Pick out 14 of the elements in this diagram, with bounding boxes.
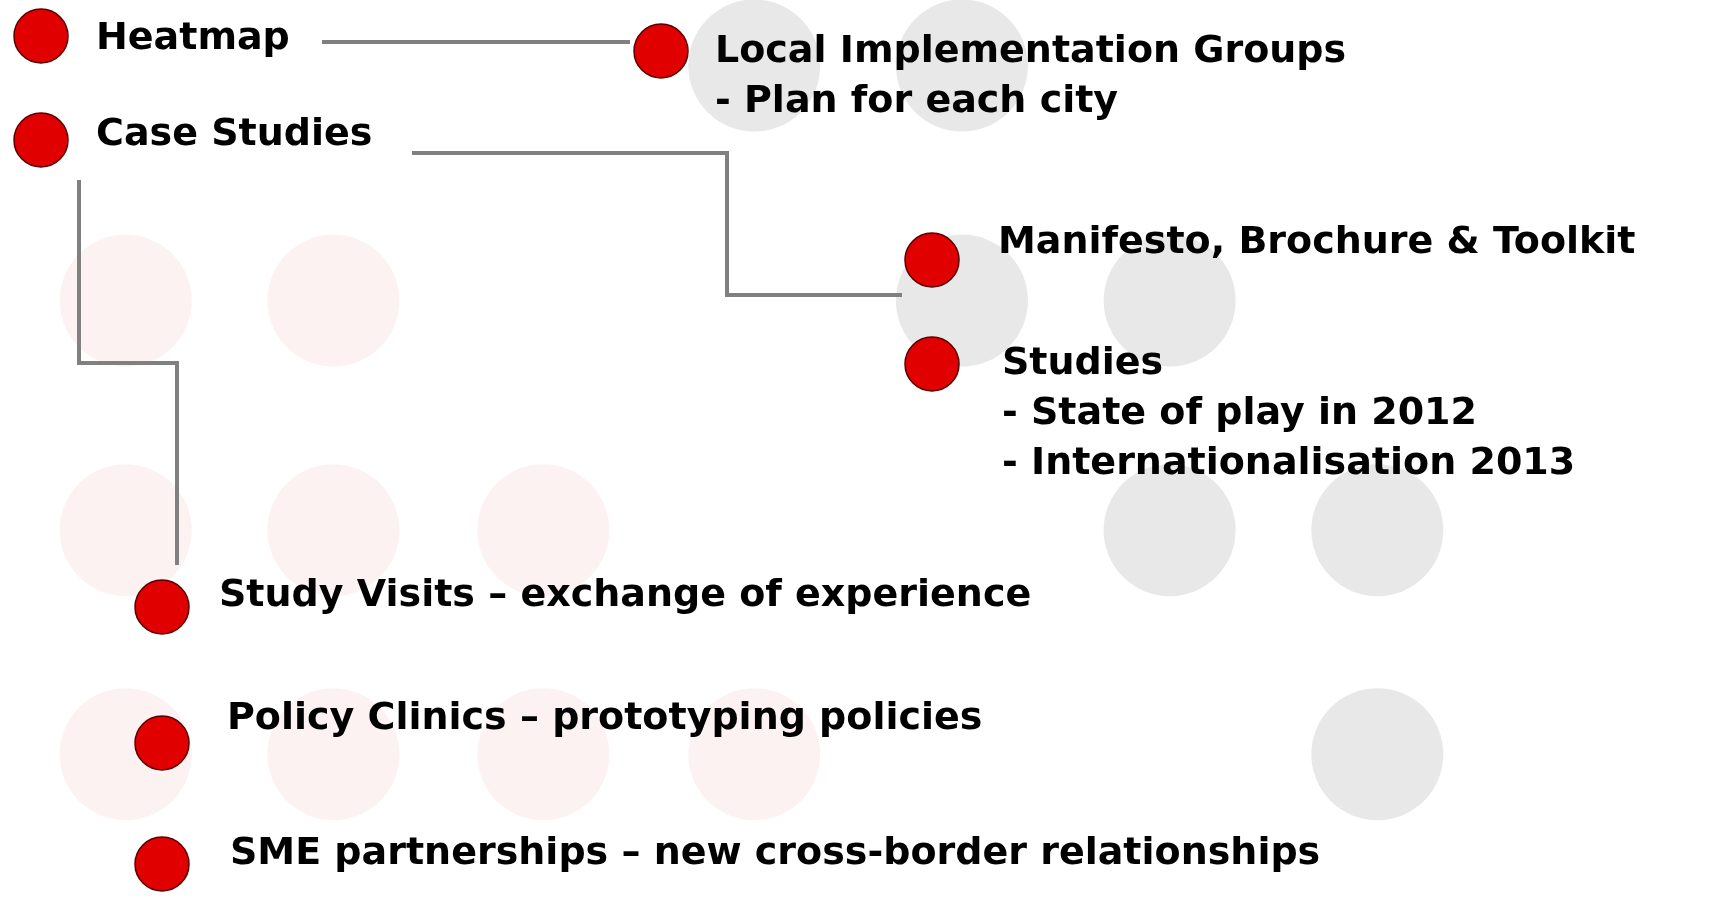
item-heading: Policy Clinics – prototyping policies [227, 693, 983, 740]
item-heading: Studies [1002, 338, 1164, 385]
item-heading: Study Visits – exchange of experience [219, 570, 1032, 617]
connector-line [412, 151, 902, 297]
connector-line [322, 40, 630, 44]
item-heading: Manifesto, Brochure & Toolkit [998, 217, 1636, 264]
item-detail: - Plan for each city [715, 76, 1119, 123]
connector-line [77, 180, 179, 565]
item-heading: Local Implementation Groups [715, 26, 1347, 73]
item-heading: Case Studies [96, 109, 373, 156]
item-heading: Heatmap [96, 13, 290, 60]
item-detail: - Internationalisation 2013 [1002, 438, 1576, 485]
item-heading: SME partnerships – new cross-border relationships [230, 828, 1321, 875]
item-detail: - State of play in 2012 [1002, 388, 1477, 435]
